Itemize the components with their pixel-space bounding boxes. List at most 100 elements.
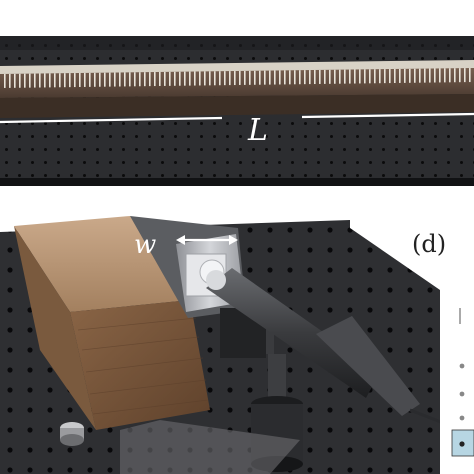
channel-tooth	[199, 71, 201, 86]
channel-tooth	[179, 71, 181, 86]
channel-tooth	[404, 68, 406, 83]
channel-tooth	[289, 70, 291, 85]
channel-tooth	[324, 69, 326, 84]
channel-tooth	[94, 72, 96, 87]
channel-tooth	[294, 70, 296, 85]
channel-tooth	[464, 68, 466, 83]
channel-tooth	[334, 69, 336, 84]
channel-tooth	[244, 70, 246, 85]
channel-tooth	[84, 72, 86, 87]
channel-tooth	[169, 71, 171, 86]
fiber-probe	[206, 268, 447, 426]
channel-tooth	[164, 71, 166, 86]
channel-tooth	[9, 73, 11, 88]
channel-tooth	[304, 70, 306, 85]
channel-tooth	[49, 73, 51, 88]
channel-tooth	[79, 73, 81, 87]
channel-tooth	[449, 68, 451, 83]
channel-tooth	[4, 73, 6, 88]
channel-tooth	[389, 69, 391, 84]
channel-tooth	[454, 68, 456, 83]
channel-tooth	[359, 69, 361, 84]
channel-tooth	[254, 70, 256, 85]
channel-tooth	[144, 72, 146, 87]
channel-tooth	[264, 70, 266, 85]
channel-tooth	[129, 72, 131, 87]
channel-tooth	[379, 69, 381, 84]
horizontal-double-arrow-icon	[176, 235, 238, 245]
channel-tooth	[34, 73, 36, 88]
channel-tooth	[214, 71, 216, 86]
channel-tooth	[109, 72, 111, 87]
channel-tooth	[44, 73, 46, 88]
channel-tooth	[364, 69, 366, 84]
channel-tooth	[459, 68, 461, 83]
channel-tooth	[39, 73, 41, 88]
channel-tooth	[119, 72, 121, 87]
channel-tooth	[439, 68, 441, 83]
channel-tooth	[249, 70, 251, 85]
channel-tooth	[14, 73, 16, 88]
long-wooden-channel	[0, 60, 474, 118]
channel-tooth	[29, 73, 31, 88]
channel-tooth	[154, 72, 156, 87]
channel-tooth	[149, 72, 151, 87]
channel-tooth	[104, 72, 106, 87]
table-far-edge	[0, 36, 474, 50]
channel-tooth	[384, 69, 386, 84]
channel-tooth	[469, 68, 471, 83]
channel-tooth	[419, 68, 421, 83]
panel-tag: (d)	[412, 230, 446, 258]
channel-tooth	[159, 71, 161, 86]
channel-tooth	[344, 69, 346, 84]
channel-tooth	[369, 69, 371, 84]
width-label: w	[134, 230, 156, 260]
channel-tooth	[414, 68, 416, 83]
channel-tooth	[269, 70, 271, 85]
channel-tooth	[274, 70, 276, 85]
channel-tooth	[54, 73, 56, 88]
channel-tooth	[374, 69, 376, 84]
channel-tooth	[429, 68, 431, 83]
channel-tooth	[89, 72, 91, 87]
channel-tooth	[434, 68, 436, 83]
channel-tooth	[309, 70, 311, 85]
channel-tooth	[354, 69, 356, 84]
channel-tooth	[239, 70, 241, 85]
channel-tooth	[229, 71, 231, 86]
channel-tooth	[279, 70, 281, 85]
channel-tooth	[284, 70, 286, 85]
channel-tooth	[299, 70, 301, 85]
width-indicator: w	[134, 230, 238, 260]
channel-tooth	[314, 70, 316, 85]
channel-tooth	[209, 71, 211, 86]
channel-tooth	[444, 68, 446, 83]
channel-tooth	[339, 69, 341, 84]
channel-tooth	[234, 71, 236, 86]
fiber-mount	[120, 308, 303, 474]
adjacent-panel-fragment	[451, 308, 474, 457]
channel-tooth	[319, 69, 321, 84]
channel-tooth	[139, 72, 141, 87]
table-cap	[60, 422, 84, 446]
channel-tooth	[19, 73, 21, 88]
channel-tooth	[219, 71, 221, 86]
channel-tooth	[399, 68, 401, 83]
channel-tooth	[24, 73, 26, 88]
channel-tooth	[349, 69, 351, 84]
channel-tooth	[189, 71, 191, 86]
channel-tooth	[69, 73, 71, 88]
channel-tooth	[114, 72, 116, 87]
top-panel: L	[0, 36, 474, 186]
channel-tooth	[64, 73, 66, 88]
channel-tooth	[99, 72, 101, 87]
channel-tooth	[184, 71, 186, 86]
length-label: L	[247, 113, 268, 148]
channel-tooth	[409, 68, 411, 83]
table-front-edge	[0, 178, 474, 186]
channel-tooth	[204, 71, 206, 86]
channel-tooth	[74, 73, 76, 88]
channel-tooth	[259, 70, 261, 85]
channel-tooth	[174, 71, 176, 86]
